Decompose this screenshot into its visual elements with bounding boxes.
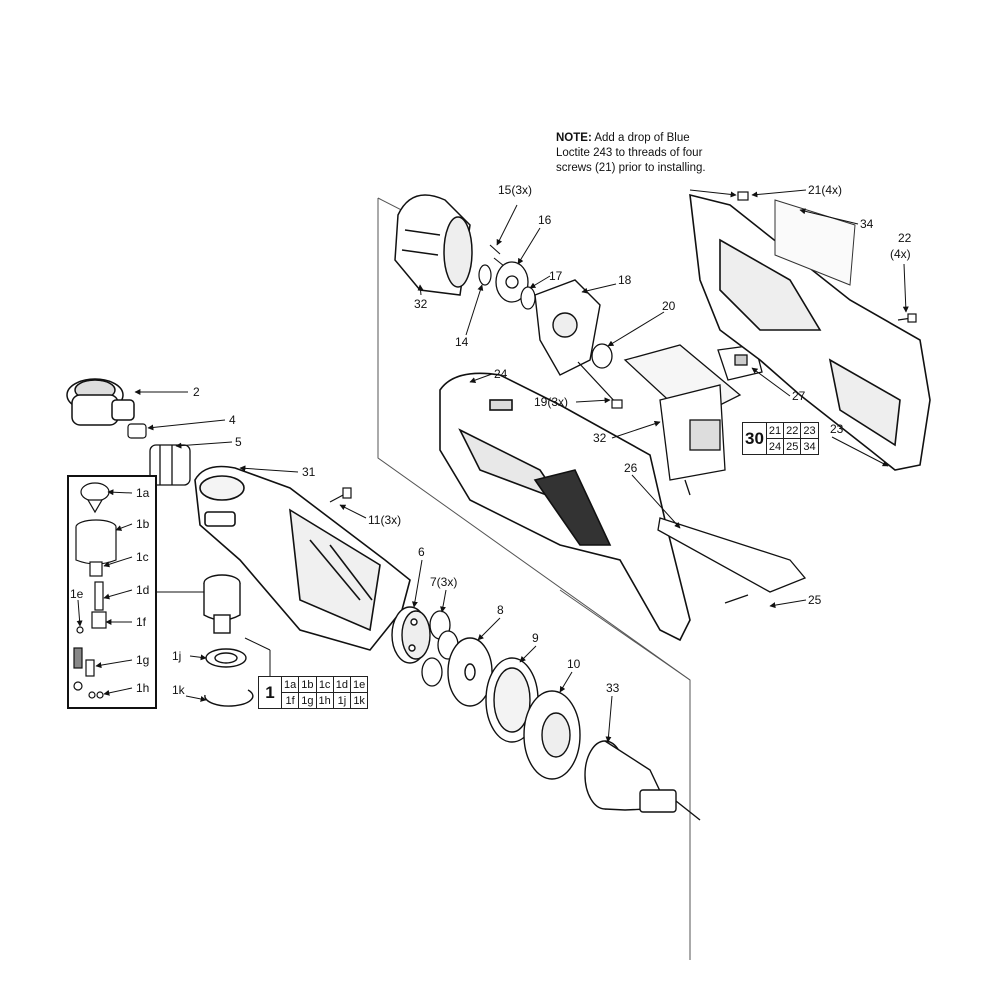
callout-20: 20 [662, 299, 676, 313]
screw-part-21 [737, 191, 749, 201]
kit-30-part: 23 [800, 422, 819, 439]
callout-1f: 1f [136, 615, 147, 629]
callout-32-pcb: 32 [593, 431, 607, 445]
kit-1-table: 1 1a 1b 1c 1d 1e 1f 1g 1h 1j 1k [258, 676, 369, 709]
callout-2: 2 [193, 385, 200, 399]
callout-10: 10 [567, 657, 581, 671]
callout-7: 7(3x) [430, 575, 457, 589]
handle-housing-part-24 [439, 372, 691, 642]
anvil-part-5 [149, 444, 191, 486]
callout-1g: 1g [136, 653, 149, 667]
motor-part-32 [394, 194, 473, 296]
screw-part-11 [329, 487, 352, 503]
callout-5: 5 [235, 435, 242, 449]
callout-1b: 1b [136, 517, 150, 531]
gear-assembly-part-18 [534, 279, 601, 376]
kit-1-part: 1h [315, 692, 334, 709]
callout-19: 19(3x) [534, 395, 568, 409]
kit-1-part: 1c [315, 676, 334, 693]
callout-1c: 1c [136, 550, 149, 564]
kit-1-part: 1e [349, 676, 369, 693]
callout-11: 11(3x) [368, 513, 401, 527]
callout-18: 18 [618, 273, 632, 287]
kit-1-inset [67, 475, 157, 709]
callout-34: 34 [860, 217, 874, 231]
gear-housing-part-10 [523, 690, 581, 780]
callout-31: 31 [302, 465, 316, 479]
callout-6: 6 [418, 545, 425, 559]
callout-9: 9 [532, 631, 539, 645]
planet-gears-part-7 [421, 610, 459, 687]
screw-part-15 [489, 244, 505, 267]
callout-1k: 1k [172, 683, 186, 697]
callout-16: 16 [538, 213, 552, 227]
handle-housing-part-23 [689, 193, 931, 471]
callout-1d: 1d [136, 583, 149, 597]
loctite-note: NOTE: Add a drop of Blue Loctite 243 to … [556, 131, 716, 176]
pin-part-25 [724, 594, 749, 604]
callout-25: 25 [808, 593, 822, 607]
callout-1e: 1e [70, 587, 84, 601]
callout-24: 24 [494, 367, 508, 381]
callout-27: 27 [792, 389, 806, 403]
note-prefix: NOTE: [556, 132, 592, 144]
screw-part-22 [897, 313, 917, 323]
callout-22-qty: (4x) [890, 247, 911, 261]
strip-part-26 [657, 517, 807, 593]
washer-part-8 [447, 637, 493, 707]
kit-30-table: 30 21 22 23 24 25 34 [742, 422, 819, 455]
callout-8: 8 [497, 603, 504, 617]
detent-part-4 [127, 423, 147, 439]
callout-1h: 1h [136, 681, 149, 695]
callout-labels: 2 4 5 31 11(3x) 1a 1b 1c 1d 1e 1f 1g 1h … [70, 183, 912, 697]
kit-30-number: 30 [742, 422, 767, 455]
kit-1-number: 1 [258, 676, 282, 709]
screw-part-19 [577, 361, 623, 409]
kit-1-part: 1d [332, 676, 352, 693]
armature-part-33 [584, 740, 701, 821]
kit-1-part: 1j [332, 692, 352, 709]
ratchet-housing-part-31 [194, 465, 411, 651]
ratchet-ring-part-2 [66, 378, 135, 426]
kit-30-part: 21 [765, 422, 785, 439]
callout-21: 21(4x) [808, 183, 842, 197]
bearing-part-14 [478, 264, 492, 286]
pcb-part-32 [623, 344, 742, 496]
leader-lines [76, 189, 909, 743]
callout-32-motor: 32 [414, 297, 428, 311]
callout-1j: 1j [172, 649, 181, 663]
kit-1-part: 1b [298, 676, 317, 693]
callout-17: 17 [549, 269, 563, 283]
kit-30-part: 22 [783, 422, 802, 439]
kit-30-part: 25 [783, 438, 802, 455]
carrier-part-6 [391, 606, 431, 664]
callout-33: 33 [606, 681, 620, 695]
kit-1-part: 1a [280, 676, 300, 693]
bearing-part-17 [520, 286, 536, 310]
callout-15: 15(3x) [498, 183, 532, 197]
callout-4: 4 [229, 413, 236, 427]
kit-1-part: 1f [280, 692, 300, 709]
socket-drive-part-1 [203, 574, 254, 707]
callout-23: 23 [830, 422, 844, 436]
plate-part-16 [495, 261, 529, 303]
kit-30-part: 24 [765, 438, 785, 455]
kit-30-part: 34 [800, 438, 819, 455]
bearing-part-20 [591, 343, 613, 369]
callout-14: 14 [455, 335, 469, 349]
callout-22: 22 [898, 231, 912, 245]
kit-1-part: 1k [349, 692, 369, 709]
kit-1-part: 1g [298, 692, 317, 709]
callout-26: 26 [624, 461, 638, 475]
callout-1a: 1a [136, 486, 150, 500]
note-text: Add a drop of Blue Loctite 243 to thread… [556, 132, 706, 174]
